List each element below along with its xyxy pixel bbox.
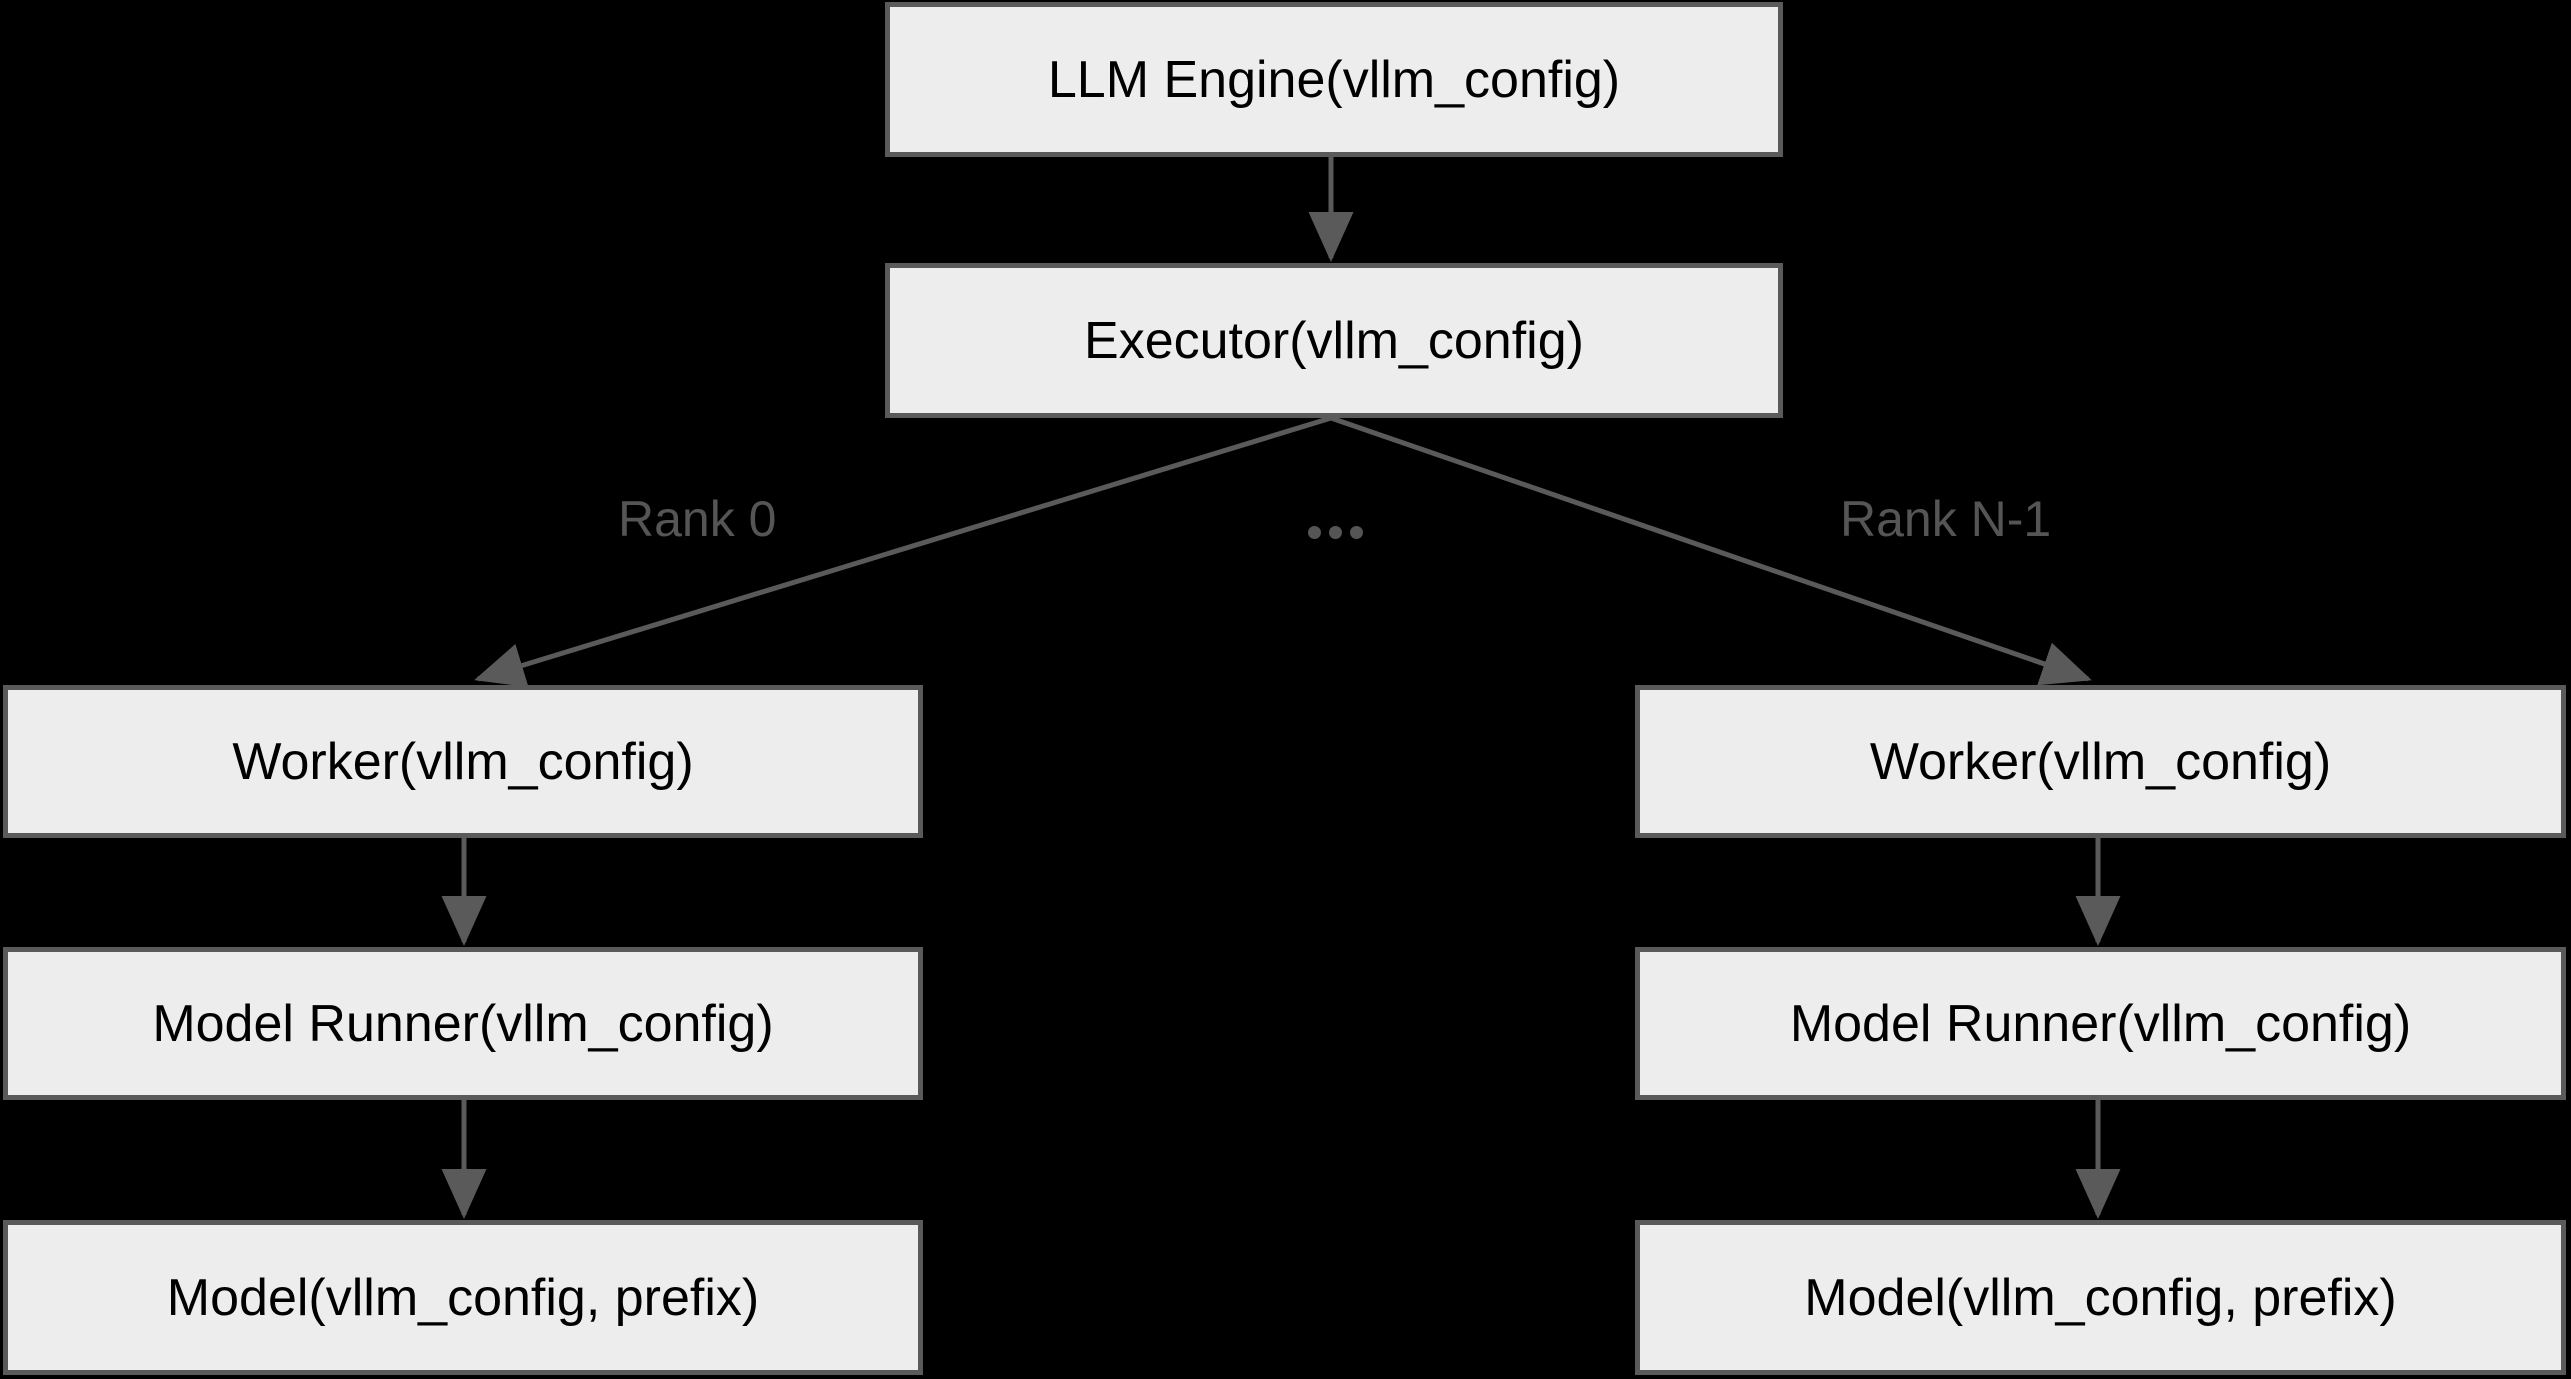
node-worker-rank0[interactable]: Worker(vllm_config)	[3, 685, 923, 838]
node-model-runner-rankn[interactable]: Model Runner(vllm_config)	[1635, 947, 2566, 1100]
node-model-runner-rank0[interactable]: Model Runner(vllm_config)	[3, 947, 923, 1100]
node-executor-label: Executor(vllm_config)	[1084, 311, 1584, 370]
edge-label-rank-first: Rank 0	[618, 491, 777, 547]
edge-executor-to-worker-rankn	[1330, 415, 2092, 686]
ellipsis-dot-2	[1329, 526, 1342, 539]
node-llm-engine-label: LLM Engine(vllm_config)	[1047, 50, 1621, 109]
edge-executor-to-worker-rank0	[474, 415, 1332, 688]
node-model-rank0[interactable]: Model(vllm_config, prefix)	[3, 1220, 923, 1375]
node-model-rank0-label: Model(vllm_config, prefix)	[166, 1268, 760, 1327]
ellipsis-dot-3	[1350, 526, 1363, 539]
node-worker-rank0-label: Worker(vllm_config)	[232, 732, 694, 791]
node-llm-engine[interactable]: LLM Engine(vllm_config)	[885, 2, 1783, 157]
node-worker-rankn-label: Worker(vllm_config)	[1869, 732, 2332, 791]
node-model-rankn-label: Model(vllm_config, prefix)	[1804, 1268, 2397, 1327]
node-executor[interactable]: Executor(vllm_config)	[885, 263, 1783, 418]
node-model-runner-rank0-label: Model Runner(vllm_config)	[152, 994, 774, 1053]
edge-label-rank-last: Rank N-1	[1840, 491, 2052, 547]
edge-label-ellipsis-icon	[1308, 526, 1363, 539]
node-model-rankn[interactable]: Model(vllm_config, prefix)	[1635, 1220, 2566, 1375]
node-worker-rankn[interactable]: Worker(vllm_config)	[1635, 685, 2566, 838]
ellipsis-dot-1	[1308, 526, 1321, 539]
node-model-runner-rankn-label: Model Runner(vllm_config)	[1789, 994, 2412, 1053]
